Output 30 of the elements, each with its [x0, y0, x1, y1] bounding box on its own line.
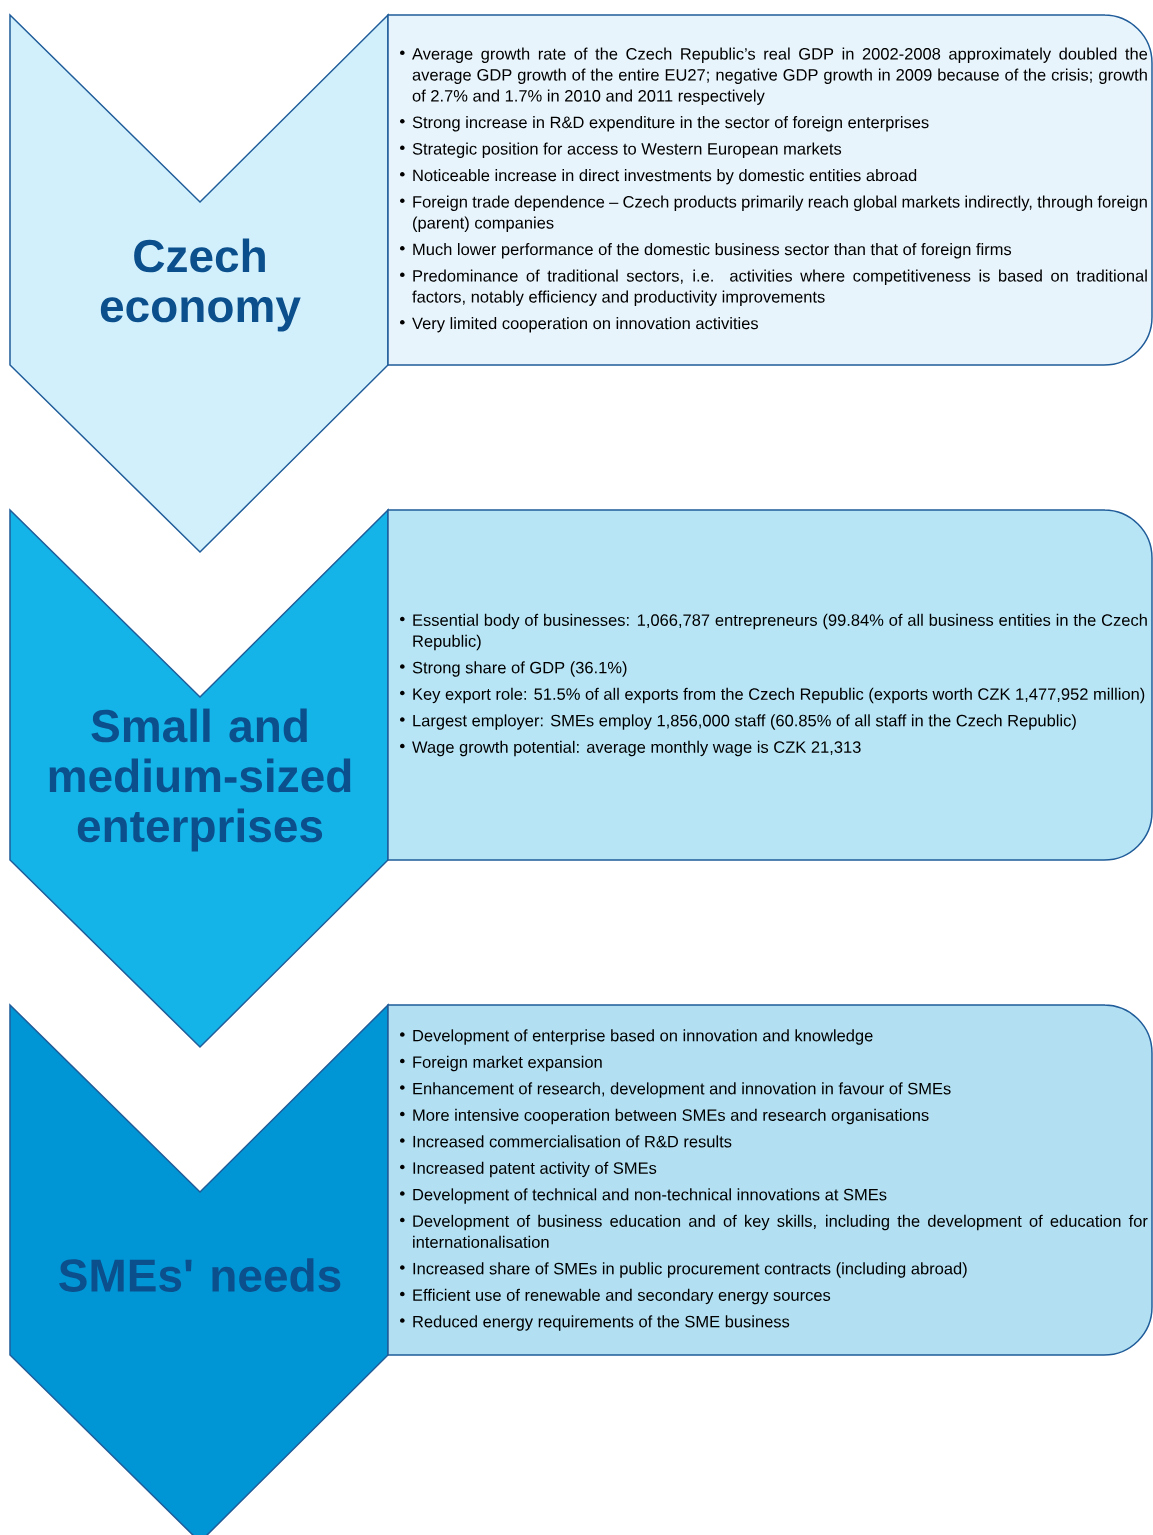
bullet-text: Efficient use of renewable and secondary energy sources	[400, 1288, 831, 1305]
bullet-text: Reduced energy requirements of the SME business	[400, 1315, 790, 1331]
chevron-panel: Small and medium-sized enterprises	[9, 508, 389, 1049]
bullet-text: Strong share of GDP (36.1%)	[400, 661, 627, 677]
bullet-text: Development of enterprise based on innovation and knowledge	[400, 1029, 873, 1045]
bullet-text: Foreign market expansion	[400, 1055, 602, 1072]
bullet-text: Largest employer: SMEs employ 1,856,000 staff (60.85% of all staff in the Czech Republic)	[400, 714, 1076, 730]
bullet-text: Wage growth potential: average monthly wage is CZK 21,313	[400, 740, 861, 757]
bullet-text: Strong increase in R&D expenditure in the sector of foreign enterprises	[400, 116, 929, 132]
bullet-text: Increased share of SMEs in public procurement contracts (including abroad)	[400, 1262, 967, 1278]
chevron-panel: Czech economy	[9, 13, 389, 554]
bullet-text: Predominance of traditional sectors, i.e. activities where competitiveness is based on traditional factors, notably efficiency and productivity improvements	[400, 269, 1147, 306]
bullet-text: Average growth rate of the Czech Republic’s real GDP in 2002-2008 approximately doubled the average GDP growth of the entire EU27; negative GDP growth in 2009 because of the crisis; growth of 2.7% and 1.7% in 2010 and 2011 respectively	[400, 47, 1148, 105]
bullet-text: More intensive cooperation between SMEs and research organisations	[400, 1108, 929, 1125]
text-box	[387, 14, 1153, 366]
text-box	[387, 509, 1153, 861]
bullet-text: Foreign trade dependence – Czech products primarily reach global markets indirectly, through foreign (parent) companies	[400, 195, 1147, 232]
bullet-text: Enhancement of research, development and innovation in favour of SMEs	[400, 1082, 951, 1098]
chevron-panel: SMEs' needs	[9, 1003, 389, 1535]
bullet-text: Noticeable increase in direct investments by domestic entities abroad	[400, 169, 917, 185]
bullet-text: Very limited cooperation on innovation activities	[400, 317, 758, 333]
bullet-text: Strategic position for access to Western European markets	[400, 142, 842, 158]
bullet-text: Key export role: 51.5% of all exports from the Czech Republic (exports worth CZK 1,477,952 million)	[400, 687, 1145, 704]
bullet-text: Development of technical and non-technical innovations at SMEs	[400, 1188, 887, 1204]
text-box	[387, 1004, 1153, 1356]
bullet-text: Essential body of businesses: 1,066,787 entrepreneurs (99.84% of all business entities in the Czech Republic)	[400, 613, 1147, 651]
bullet-text: Development of business education and of key skills, including the development of education for internationalisation	[400, 1214, 1148, 1248]
bullet-text: Increased patent activity of SMEs	[400, 1161, 657, 1178]
bullet-text: Much lower performance of the domestic business sector than that of foreign firms	[400, 243, 1012, 259]
bullet-text: Increased commercialisation of R&D results	[400, 1135, 732, 1148]
